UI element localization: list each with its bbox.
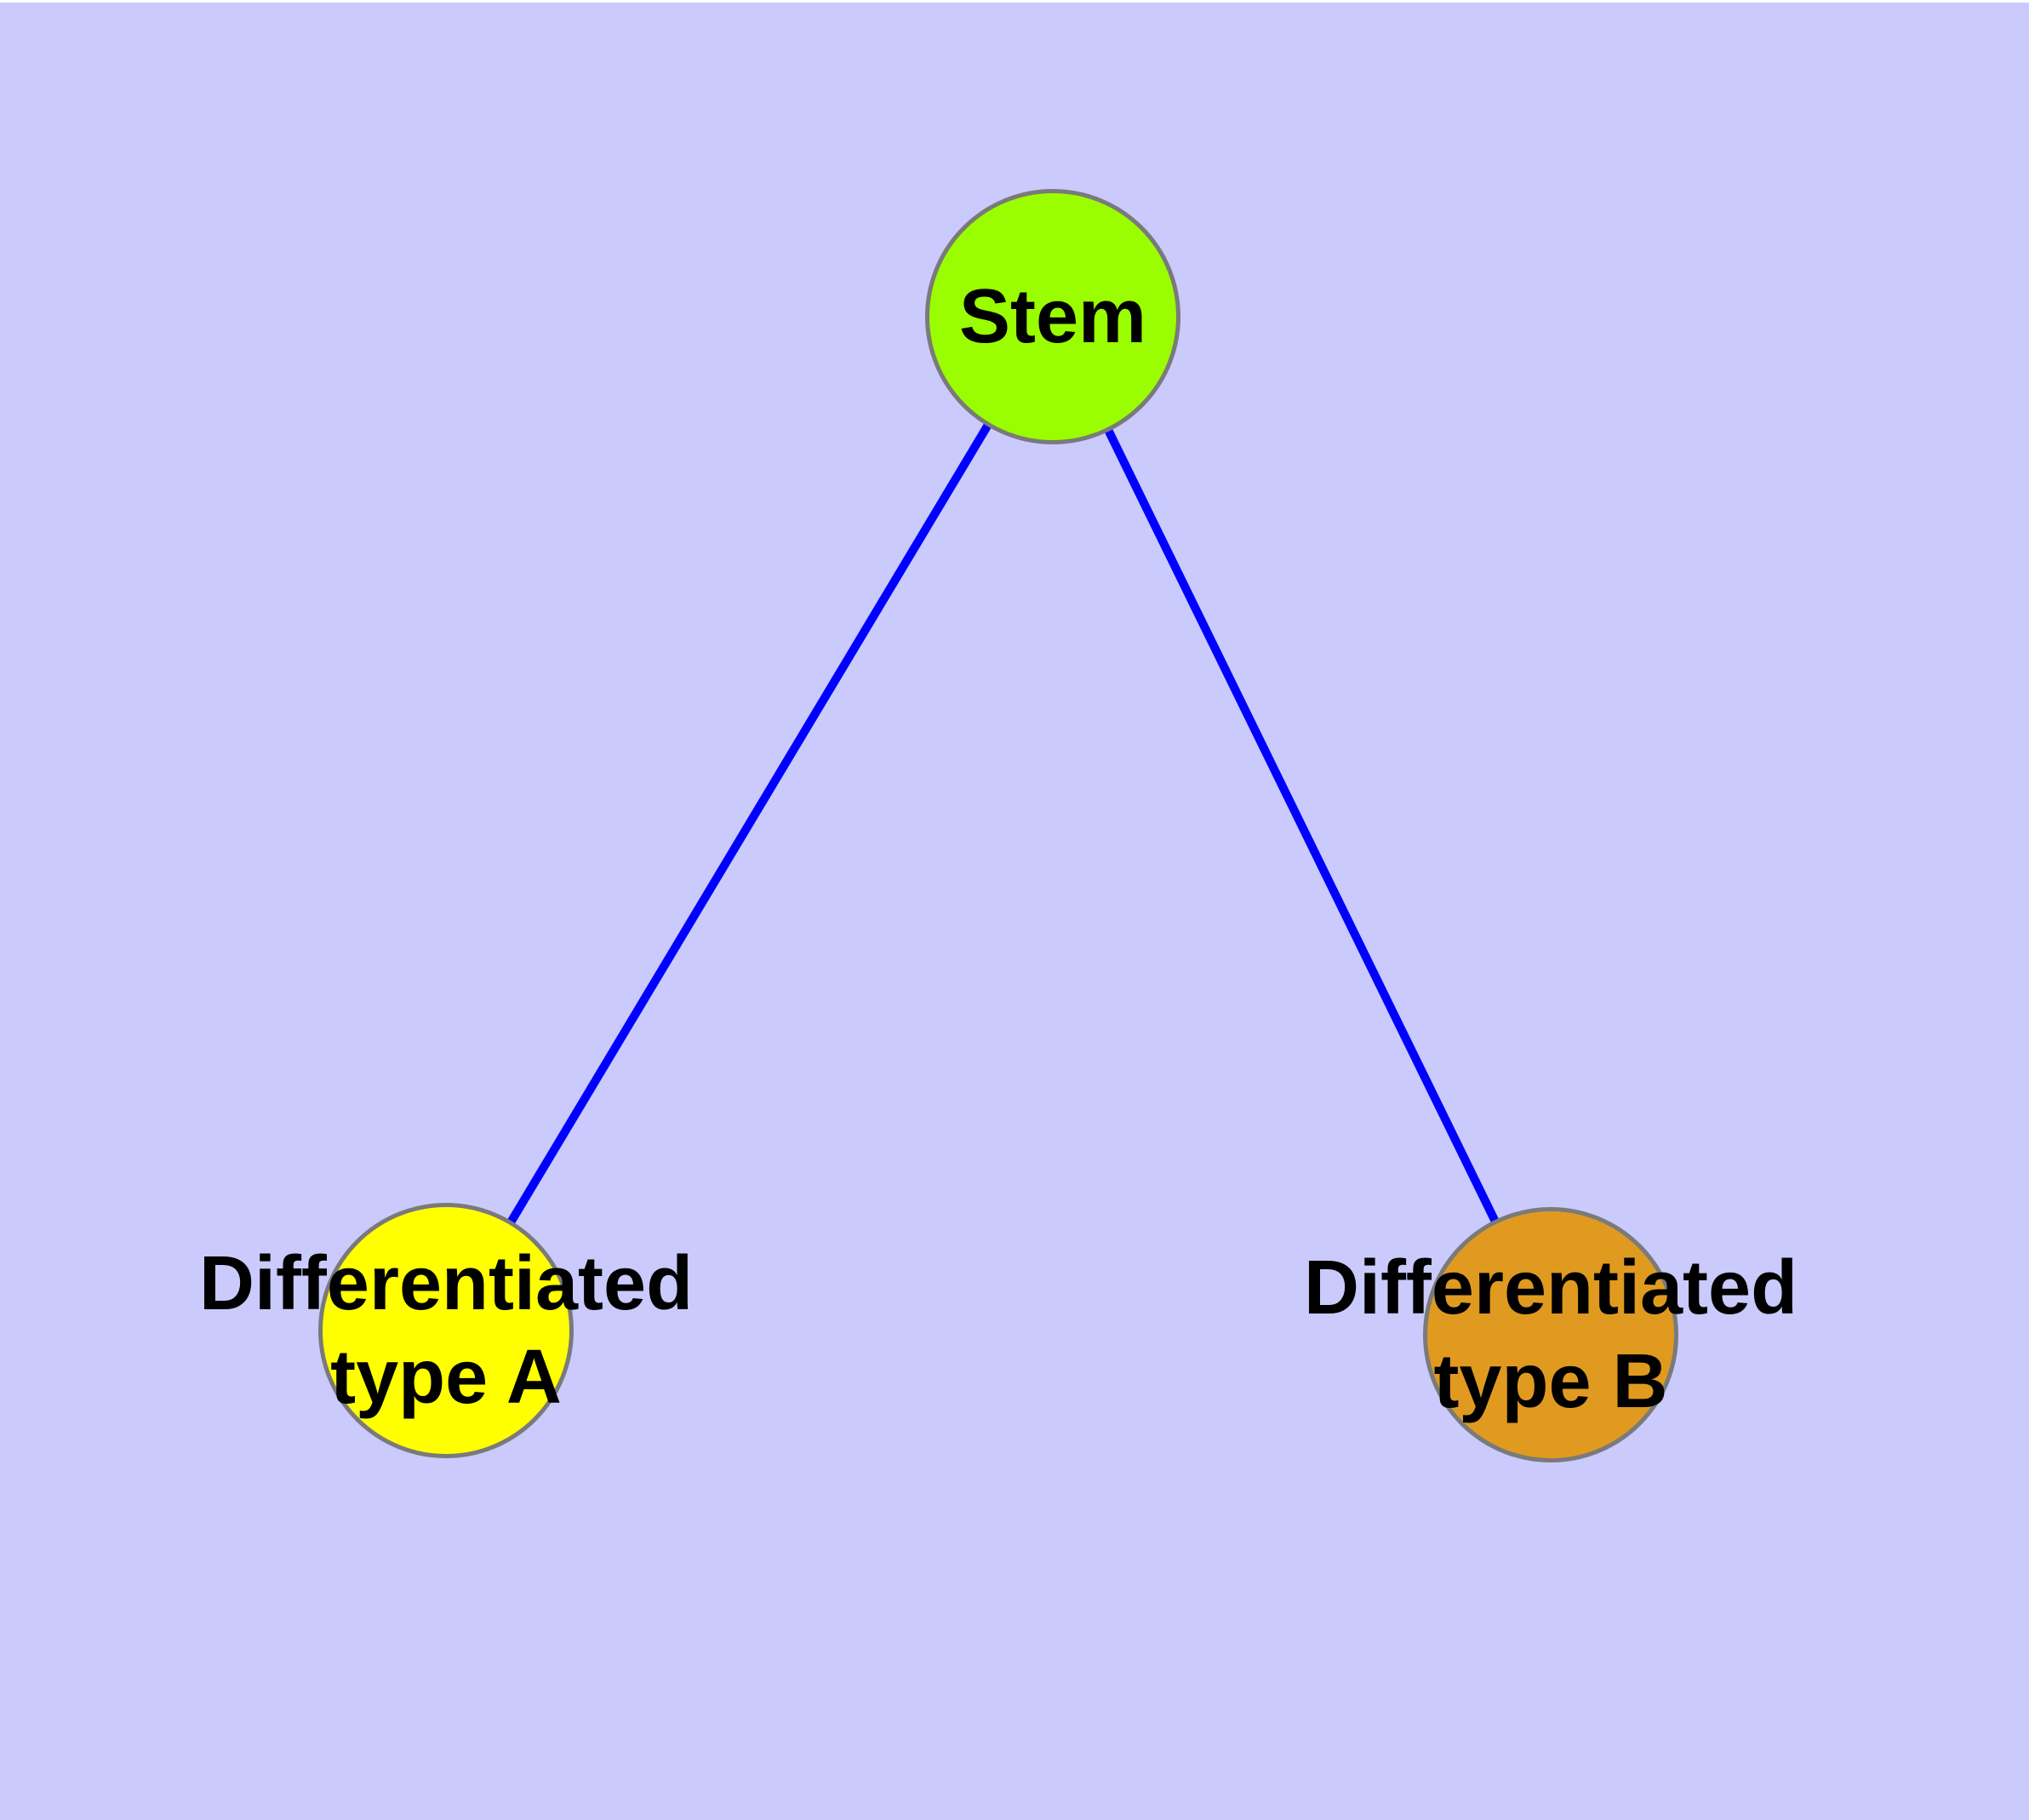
- node-label-line: type B: [1433, 1339, 1668, 1424]
- node-label-line: Stem: [958, 274, 1147, 359]
- edge-stem-to-type-a: [442, 314, 1057, 1333]
- node-label-stem: Stem: [959, 270, 1146, 363]
- node-differentiated-type-b: [1423, 1207, 1678, 1462]
- node-stem: [925, 189, 1180, 444]
- node-label-line: Differentiated: [198, 1241, 694, 1326]
- node-label-differentiated-type-a: Differentiated type A: [199, 1237, 693, 1424]
- node-label-line: type A: [330, 1335, 562, 1420]
- node-label-line: Differentiated: [1303, 1245, 1798, 1331]
- node-label-differentiated-type-b: Differentiated type B: [1304, 1241, 1798, 1428]
- page-top-margin: [0, 0, 2029, 3]
- edge-stem-to-type-b: [1049, 314, 1555, 1337]
- node-differentiated-type-a: [318, 1203, 574, 1458]
